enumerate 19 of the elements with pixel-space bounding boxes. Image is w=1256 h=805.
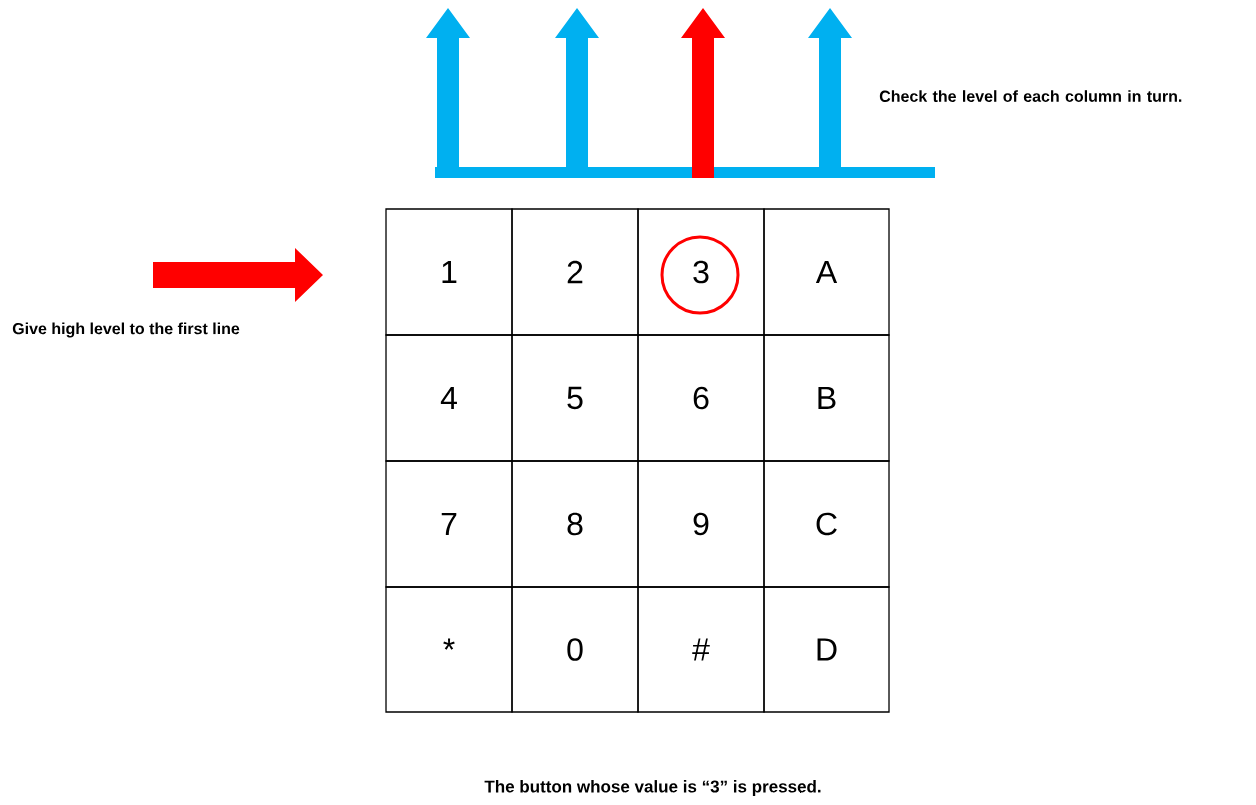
- key-cell: 9: [637, 460, 765, 588]
- key-cell: 1: [385, 208, 513, 336]
- key-cell: D: [763, 586, 890, 713]
- key-cell: #: [637, 586, 765, 713]
- note-text: Give high level to the first line: [12, 322, 240, 338]
- key-cell: 4: [385, 334, 513, 462]
- key-cell: 5: [511, 334, 639, 462]
- key-cell: A: [763, 208, 890, 336]
- key-cell: 0: [511, 586, 639, 713]
- caption: The button whose value is “3” is pressed.: [484, 780, 821, 796]
- key-cell: C: [763, 460, 890, 588]
- key-cell: 3: [637, 208, 765, 336]
- key-cell: *: [385, 586, 513, 713]
- key-cell: 7: [385, 460, 513, 588]
- key-cell: 2: [511, 208, 639, 336]
- key-cell: 8: [511, 460, 639, 588]
- key-cell: 6: [637, 334, 765, 462]
- note-text: Check the level of each column in turn.: [879, 90, 1182, 102]
- key-cell: B: [763, 334, 890, 462]
